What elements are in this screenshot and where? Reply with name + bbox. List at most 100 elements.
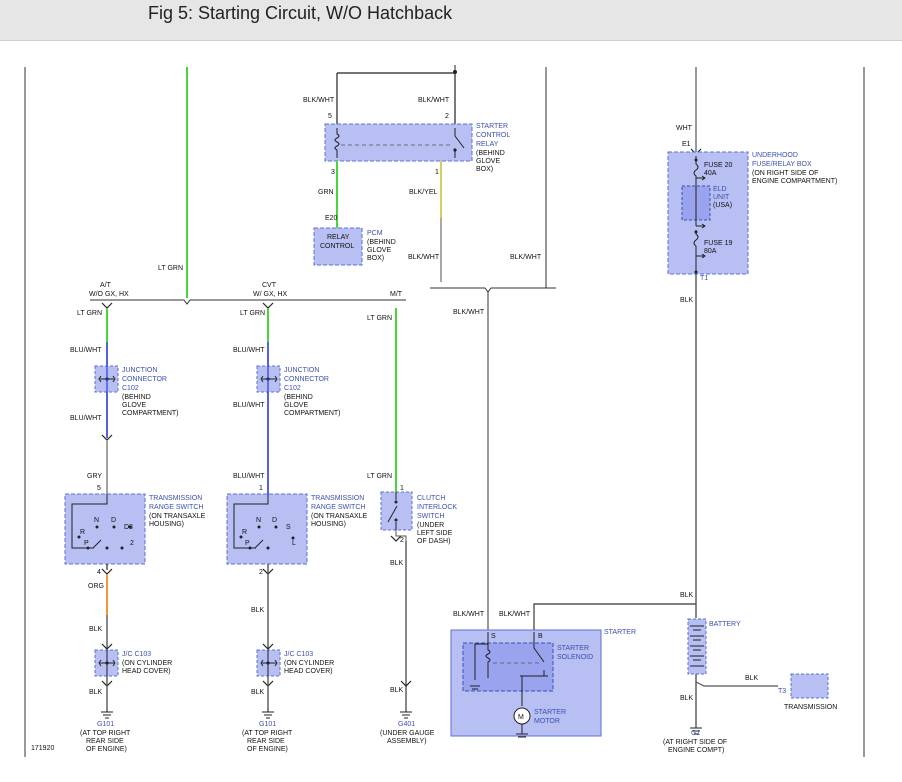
svg-text:OF ENGINE): OF ENGINE) bbox=[247, 746, 288, 753]
wire-label: BLK/WHT bbox=[418, 97, 450, 104]
figure-id: 171920 bbox=[31, 745, 54, 752]
svg-text:L: L bbox=[292, 540, 296, 547]
ground-icon bbox=[690, 727, 702, 735]
svg-text:REAR SIDE: REAR SIDE bbox=[86, 738, 124, 745]
svg-text:W/O GX, HX: W/O GX, HX bbox=[89, 291, 129, 298]
transmission-box bbox=[790, 673, 829, 699]
variant-label: M/T bbox=[390, 291, 403, 298]
wire-label: LT GRN bbox=[158, 265, 183, 272]
starter-control-relay bbox=[324, 123, 473, 162]
variant-label: A/T bbox=[100, 282, 112, 289]
svg-text:(BEHIND: (BEHIND bbox=[367, 239, 396, 246]
wire-label: BLK/YEL bbox=[409, 189, 438, 196]
wire-label: BLK bbox=[251, 689, 265, 696]
relay-name: STARTER bbox=[476, 123, 508, 130]
wire-label: BLK/WHT bbox=[499, 611, 531, 618]
svg-text:G101: G101 bbox=[97, 721, 114, 728]
wire-label: BLK bbox=[680, 592, 694, 599]
wire-label: BLU/WHT bbox=[233, 347, 265, 354]
pin-label: E1 bbox=[682, 141, 691, 148]
battery-icon bbox=[690, 625, 704, 667]
svg-text:(BEHIND: (BEHIND bbox=[122, 394, 151, 401]
svg-text:(ON TRANSAXLE: (ON TRANSAXLE bbox=[311, 513, 368, 520]
wire-label: BLK bbox=[680, 695, 694, 702]
svg-text:TRANSMISSION: TRANSMISSION bbox=[149, 495, 202, 502]
ground-icon bbox=[101, 711, 113, 719]
svg-text:(AT RIGHT SIDE OF: (AT RIGHT SIDE OF bbox=[663, 739, 727, 746]
svg-text:(ON RIGHT SIDE OF: (ON RIGHT SIDE OF bbox=[752, 170, 818, 177]
pcm-box bbox=[313, 227, 363, 266]
svg-text:P: P bbox=[84, 540, 89, 547]
wire-label: BLK bbox=[89, 626, 103, 633]
svg-text:D: D bbox=[272, 517, 277, 524]
pin-label: 5 bbox=[97, 485, 101, 492]
svg-text:P: P bbox=[245, 540, 250, 547]
wire-label: BLK bbox=[89, 689, 103, 696]
svg-text:LEFT SIDE: LEFT SIDE bbox=[417, 530, 453, 537]
svg-text:HEAD COVER): HEAD COVER) bbox=[122, 668, 171, 675]
wire-label: BLK bbox=[390, 560, 404, 567]
svg-text:COMPARTMENT): COMPARTMENT) bbox=[122, 410, 179, 417]
svg-text:TRANSMISSION: TRANSMISSION bbox=[784, 704, 837, 711]
svg-text:80A: 80A bbox=[704, 248, 717, 255]
svg-text:INTERLOCK: INTERLOCK bbox=[417, 504, 457, 511]
wire-label: LT GRN bbox=[367, 473, 392, 480]
wire-label: BLK bbox=[680, 297, 694, 304]
fuse-19-icon bbox=[693, 230, 699, 274]
wire-label: BLK/WHT bbox=[453, 611, 485, 618]
relay-location: (BEHIND bbox=[476, 150, 505, 157]
svg-text:MOTOR: MOTOR bbox=[534, 718, 560, 725]
svg-text:ASSEMBLY): ASSEMBLY) bbox=[387, 738, 427, 745]
svg-text:G1: G1 bbox=[691, 730, 700, 737]
svg-text:HOUSING): HOUSING) bbox=[149, 521, 184, 528]
pin-label: 2 bbox=[400, 537, 404, 544]
wire-label: LT GRN bbox=[240, 310, 265, 317]
pcm-name: PCM bbox=[367, 230, 383, 237]
svg-text:FUSE/RELAY BOX: FUSE/RELAY BOX bbox=[752, 161, 812, 168]
wire-label: BLU/WHT bbox=[70, 347, 102, 354]
svg-text:RANGE SWITCH: RANGE SWITCH bbox=[311, 504, 365, 511]
svg-text:T1: T1 bbox=[700, 275, 708, 282]
pin-label: E20 bbox=[325, 215, 338, 222]
svg-text:GLOVE: GLOVE bbox=[122, 402, 146, 409]
svg-text:GLOVE: GLOVE bbox=[284, 402, 308, 409]
relay-coil-icon bbox=[334, 128, 340, 158]
wire-label: BLU/WHT bbox=[233, 402, 265, 409]
wire-label: BLK/WHT bbox=[510, 254, 542, 261]
lt-grn-bus: LT GRN bbox=[90, 67, 406, 305]
pin-label: 2 bbox=[259, 569, 263, 576]
svg-text:J/C C103: J/C C103 bbox=[122, 651, 151, 658]
svg-text:BOX): BOX) bbox=[367, 255, 384, 262]
page-title: Fig 5: Starting Circuit, W/O Hatchback bbox=[148, 3, 453, 23]
battery-group: BLK BATTERY BLK T3 TRANSMISSION BLK G1 (… bbox=[533, 592, 837, 754]
blk-wht-bus: BLK/WHT BLK/WHT bbox=[430, 67, 556, 632]
svg-text:(AT TOP RIGHT: (AT TOP RIGHT bbox=[80, 730, 131, 737]
wire-label: BLU/WHT bbox=[70, 415, 102, 422]
pin-label: 1 bbox=[259, 485, 263, 492]
svg-text:TRANSMISSION: TRANSMISSION bbox=[311, 495, 364, 502]
svg-text:FUSE 19: FUSE 19 bbox=[704, 240, 733, 247]
wire-label: ORG bbox=[88, 583, 104, 590]
svg-text:(UNDER: (UNDER bbox=[417, 522, 444, 529]
pin-label: 1 bbox=[400, 485, 404, 492]
svg-text:M: M bbox=[518, 714, 524, 721]
svg-text:BATTERY: BATTERY bbox=[709, 621, 741, 628]
svg-text:RANGE SWITCH: RANGE SWITCH bbox=[149, 504, 203, 511]
svg-text:C102: C102 bbox=[122, 385, 139, 392]
wire-label: WHT bbox=[676, 125, 693, 132]
svg-text:(BEHIND: (BEHIND bbox=[284, 394, 313, 401]
svg-text:CONTROL: CONTROL bbox=[320, 243, 354, 250]
svg-text:ENGINE COMPT): ENGINE COMPT) bbox=[668, 747, 724, 754]
branch-at: A/T W/O GX, HX LT GRN BLU/WHT JUNCTION C… bbox=[64, 282, 206, 753]
pin-label: 3 bbox=[331, 169, 335, 176]
svg-text:G101: G101 bbox=[259, 721, 276, 728]
svg-text:GLOVE: GLOVE bbox=[476, 158, 500, 165]
svg-text:ENGINE COMPARTMENT): ENGINE COMPARTMENT) bbox=[752, 178, 837, 185]
svg-text:HOUSING): HOUSING) bbox=[311, 521, 346, 528]
svg-text:N: N bbox=[256, 517, 261, 524]
svg-text:STARTER: STARTER bbox=[534, 709, 566, 716]
wire-label: BLK bbox=[390, 687, 404, 694]
wire-label: BLK/WHT bbox=[453, 309, 485, 316]
svg-text:JUNCTION: JUNCTION bbox=[122, 367, 157, 374]
fuse-20-icon bbox=[693, 156, 699, 186]
